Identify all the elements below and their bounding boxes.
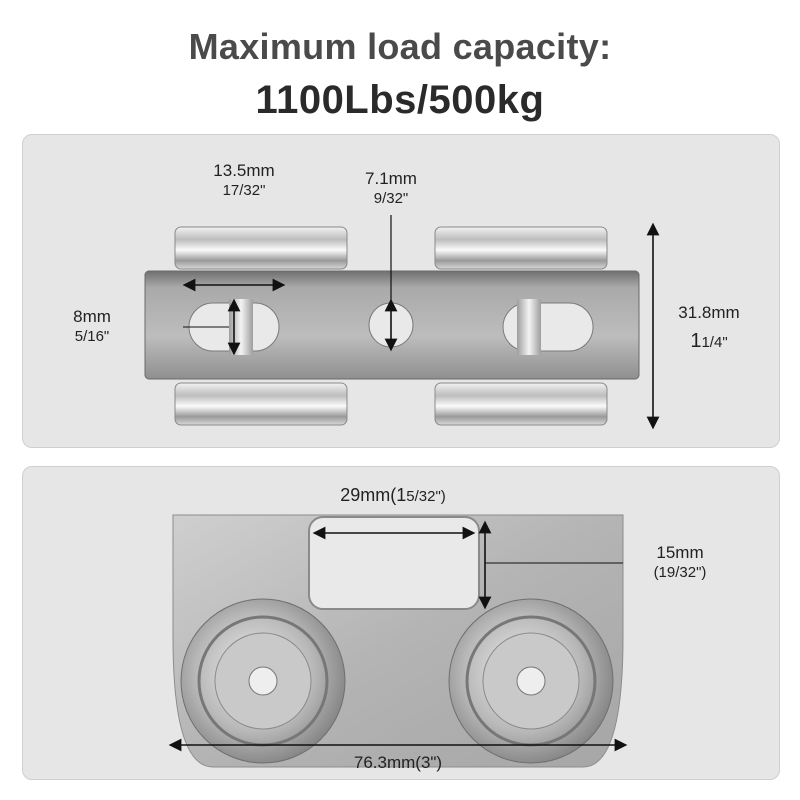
title-line-2: 1100Lbs/500kg xyxy=(255,78,545,122)
axle-right xyxy=(517,299,541,355)
wheel-top-left xyxy=(174,226,348,270)
label-slot-height: 8mm 5/16" xyxy=(73,307,111,345)
bearing-right xyxy=(448,598,614,764)
side-view-drawing xyxy=(168,514,628,768)
label-overall-width: 76.3mm(3") xyxy=(353,753,443,772)
wheel-bottom-right xyxy=(434,382,608,426)
wheel-bottom-left xyxy=(174,382,348,426)
top-view-drawing xyxy=(144,215,660,430)
wheel-top-right xyxy=(434,226,608,270)
window-cutout xyxy=(308,516,480,610)
axle-left xyxy=(229,299,253,355)
slot-right xyxy=(502,302,594,352)
title-line-1: Maximum load capacity: xyxy=(188,26,612,67)
label-window-height: 15mm (19/32") xyxy=(653,543,707,581)
label-overall-height: 31.8mm 11/4" xyxy=(678,303,740,352)
label-slot-width: 13.5mm 17/32" xyxy=(213,161,275,199)
label-hole-diameter: 7.1mm 9/32" xyxy=(365,169,417,207)
side-view-panel: 29mm(15/32") 15mm (19/32") 76.3mm(3") xyxy=(22,466,780,780)
top-view-panel: 13.5mm 17/32" 7.1mm 9/32" 8mm 5/16" 31.8… xyxy=(22,134,780,448)
label-window-width: 29mm(15/32") xyxy=(340,485,446,505)
bearing-left xyxy=(180,598,346,764)
